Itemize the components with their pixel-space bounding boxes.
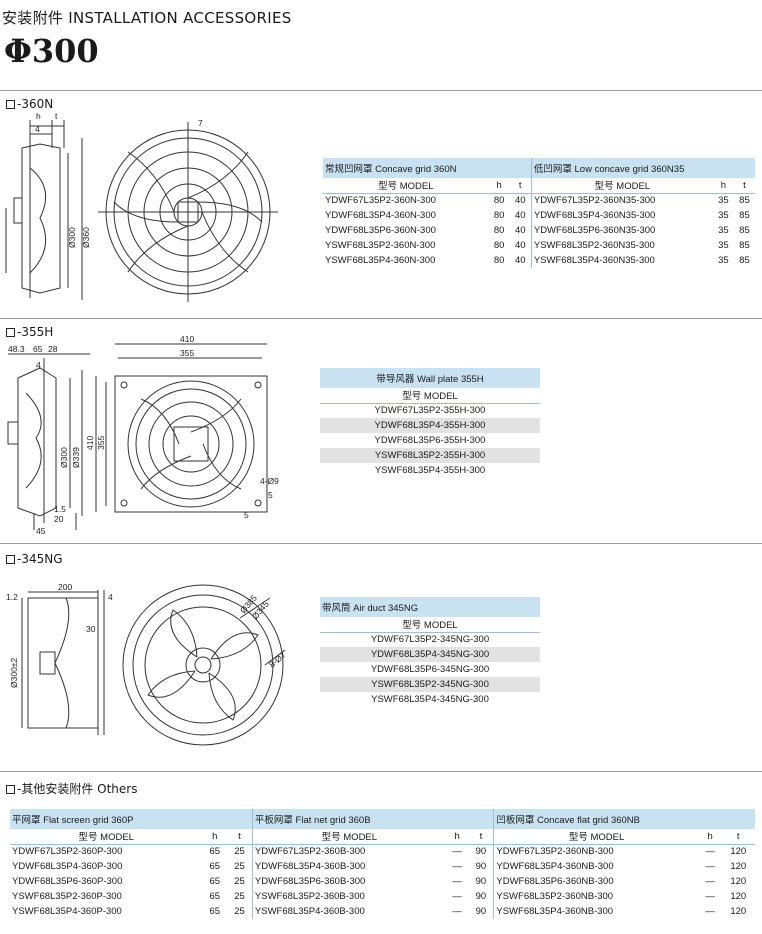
table-row: YDWF68L35P4-345NG-300: [320, 647, 540, 662]
dim-4: 4: [36, 360, 41, 370]
table-row: YDWF67L35P2-345NG-300: [370, 634, 490, 646]
dim-holes: 4-Ø9: [260, 476, 279, 486]
table-row: YSWF68L35P2-355H-300: [320, 448, 540, 463]
dim-d339: Ø339: [71, 447, 81, 468]
dim-t: t: [55, 111, 58, 121]
dim-d300: Ø300: [59, 447, 69, 468]
table-title-concave: 常规凹网罩 Concave grid 360N: [323, 158, 532, 178]
dim-w410: 410: [180, 334, 194, 344]
table-355h: 带导风器 Wall plate 355H 型号 MODEL YDWF67L35P…: [320, 368, 540, 478]
dim-d300: Ø300: [67, 227, 77, 248]
divider: [0, 318, 762, 319]
checkbox-icon: [6, 785, 15, 794]
table-row: YDWF68L35P4-355H-300: [320, 418, 540, 433]
dim-65: 65: [33, 344, 43, 354]
dim-5a: 5: [268, 490, 273, 500]
table-row: YSWF68L35P2-345NG-300: [320, 677, 540, 692]
dim-d300: Ø300±2: [9, 658, 19, 688]
table-345ng: 带风筒 Air duct 345NG 型号 MODEL YDWF67L35P2-…: [320, 597, 540, 707]
dim-h: h: [36, 111, 41, 121]
dim-7: 7: [198, 118, 203, 128]
dim-28: 28: [48, 344, 58, 354]
page-title: 安装附件 INSTALLATION ACCESSORIES: [2, 9, 292, 27]
section-heading-others: -其他安装附件 Others: [6, 780, 137, 797]
dim-45: 45: [36, 526, 46, 536]
dim-holes: 8-Ø7: [267, 650, 288, 670]
dim-d360: Ø360: [81, 227, 91, 248]
dim-1-2: 1.2: [6, 592, 18, 602]
dim-w355: 355: [180, 348, 194, 358]
table-row: YSWF68L35P4-345NG-300: [371, 694, 489, 705]
divider: [0, 543, 762, 544]
dim-h355: 355: [96, 436, 106, 450]
table-title-air-duct: 带风筒 Air duct 345NG: [320, 597, 540, 617]
checkbox-icon: [6, 328, 15, 337]
divider: [0, 90, 762, 91]
section-heading-345ng: -345NG: [6, 552, 63, 566]
table-row: YSWF68L35P4-355H-300: [374, 465, 486, 476]
dim-4: 4: [35, 124, 40, 134]
drawing-355h: 48.3 65 28 4 Ø300 Ø339 1.5 20 45 410 355…: [7, 334, 279, 536]
drawing-345ng: 1.2 200 4 30 Ø300±2 Ø385 Ø345 8-Ø7: [6, 582, 288, 746]
section-heading-360n: -360N: [6, 97, 53, 111]
checkbox-icon: [6, 555, 15, 564]
checkbox-icon: [6, 100, 15, 109]
dim-h410: 410: [85, 436, 95, 450]
dim-4: 4: [108, 592, 113, 602]
dim-30: 30: [86, 624, 96, 634]
table-title-wall-plate: 带导风器 Wall plate 355H: [320, 368, 540, 388]
divider: [0, 771, 762, 772]
drawing-360n-side: h t 4 Ø300 Ø360 7: [5, 111, 278, 302]
table-row: YDWF67L35P2-355H-300: [374, 405, 486, 417]
table-title-low-concave: 低凹网罩 Low concave grid 360N35: [530, 158, 755, 178]
dim-5b: 5: [244, 510, 249, 520]
dim-200: 200: [58, 582, 72, 592]
dim-1-5: 1.5: [54, 504, 66, 514]
table-row: YDWF68L35P6-345NG-300: [370, 664, 490, 675]
section-heading-355h: -355H: [6, 325, 53, 339]
dim-48-3: 48.3: [8, 344, 25, 354]
size-heading: Φ300: [4, 32, 99, 70]
table-row: YDWF68L35P6-355H-300: [374, 435, 486, 446]
dim-20: 20: [54, 514, 64, 524]
